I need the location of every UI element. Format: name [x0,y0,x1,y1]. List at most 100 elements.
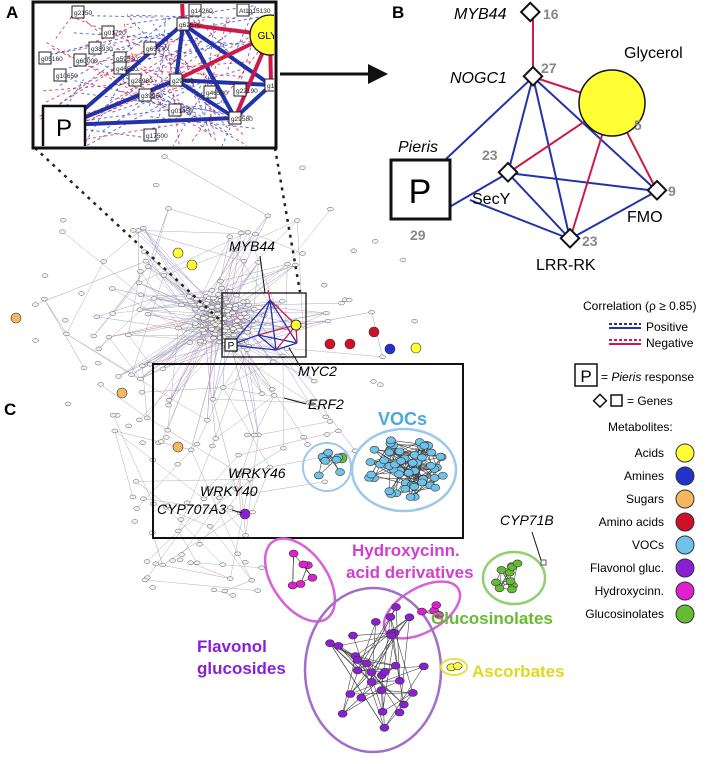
gene-node [198,306,206,311]
gene-node [138,390,146,395]
voc-node [438,471,448,480]
network-edge [136,478,250,482]
gene-node [244,432,251,438]
inset-edge [275,342,298,351]
legend-metabolite-swatch [675,558,695,578]
voc-node [400,484,411,493]
voc-node [426,448,437,457]
zoom-gene-label: g17500 [146,133,168,140]
network-edge [145,261,203,309]
gene-node [264,213,272,218]
gene-node [152,561,159,566]
flavonol-node [345,690,356,698]
gene-label-cyp707a3: CYP707A3 [157,501,226,517]
gene-node [59,229,66,234]
gene-node [219,562,227,567]
gene-node [242,533,249,538]
legend-metabolite-label: Acids [635,446,664,460]
gene-node [221,316,228,321]
network-edge [178,530,198,563]
glucosinolate-node [496,566,507,574]
network-edge [196,387,224,445]
network-edge [245,434,259,536]
gene-node [245,303,253,308]
inset-pieris-symbol: P [228,341,235,352]
gene-node [377,382,384,387]
cluster-edge [342,689,382,714]
ascorbate-node [452,662,463,670]
cluster-edge [384,704,405,728]
network-edge [248,305,310,403]
gene-node [59,218,67,223]
gene-node [150,296,158,301]
network-edge [136,443,198,509]
network-edge [197,562,262,568]
zoom-edge [158,17,166,129]
nogc1-label: NOGC1 [450,70,507,87]
gene-node [137,269,144,274]
gene-node [304,442,311,447]
gene-node [209,443,216,449]
zoom-edge [191,41,266,142]
gene-node [300,434,307,440]
voc-node [396,457,406,465]
zoom-edge [80,16,197,116]
gene-node [284,261,291,267]
gene-node [212,436,219,441]
gene-node [203,301,210,306]
zoom-strong-edge [65,116,236,127]
glucosinolate-node [494,584,505,593]
gene-node [368,309,375,315]
gene-node [230,326,237,331]
gene-node [370,379,377,384]
flavonol-node [390,661,401,670]
gene-node [178,302,185,307]
erf2-pointer [283,397,307,405]
gene-node [217,279,224,284]
zoom-edge [51,14,271,55]
lrr-degree: 23 [582,233,598,249]
voc-node [394,447,405,456]
voc-node [417,478,427,487]
gene-node [217,298,225,303]
gene-node [226,576,234,581]
gene-node [308,401,315,407]
cluster-edge [382,692,414,712]
network-edge [146,530,179,562]
gene-node [176,557,184,562]
metabolite-node [239,508,251,520]
zoom-edge [67,14,190,68]
cluster-edge [350,617,410,695]
network-edge [243,346,304,438]
gene-node [254,588,261,593]
zoom-edge [148,10,217,61]
metabolite-node [324,338,336,350]
network-edge [141,387,224,393]
glucosinolate-node [512,559,523,568]
network-edge [146,328,205,418]
zoom-edge [166,35,180,145]
gene-node [152,182,160,188]
network-edge [252,467,270,513]
metabolite-node [344,338,356,350]
zoom-gene-label: g2150 [74,10,92,17]
gene-node [62,318,69,323]
cluster-edge [329,642,372,683]
flavonol-node [385,613,396,621]
glycerol-label: Glycerol [624,45,683,62]
gene-node [209,397,217,402]
gene-node [214,311,221,317]
gene-node [221,328,229,333]
gene-node [269,387,276,392]
zoom-edge [116,40,220,87]
zoom-gene-node [143,128,157,142]
gluc-cluster-label: Glucosinolates [431,609,553,628]
gene-node [221,588,229,594]
gene-node [204,418,211,423]
gene-node [93,314,101,319]
gene-node [41,296,48,302]
flavonol-node [362,659,372,668]
gene-node [294,218,301,223]
cluster-edge [384,666,425,728]
gene-node [196,302,203,307]
